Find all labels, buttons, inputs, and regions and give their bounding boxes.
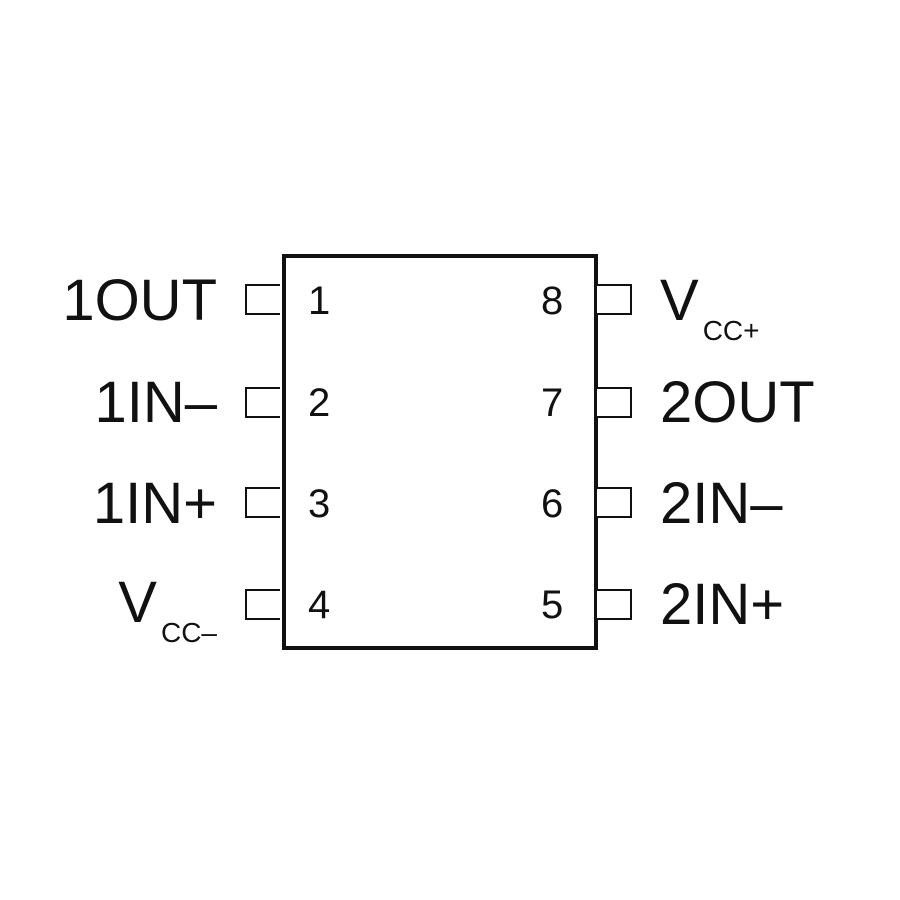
pin-7-lead (597, 387, 632, 418)
pin-3-number: 3 (308, 482, 331, 526)
pin-6-number: 6 (541, 482, 564, 526)
pin-7-number: 7 (541, 381, 564, 425)
pin-6-lead (597, 487, 632, 518)
pin-1-number: 1 (308, 279, 331, 323)
pin-2-label: 1IN– (94, 370, 217, 435)
pin-6-label: 2IN– (660, 471, 783, 536)
pin-3-label: 1IN+ (92, 471, 217, 536)
pin-8-lead (597, 284, 632, 315)
pin-7-label: 2OUT (660, 370, 815, 435)
pin-8-number: 8 (541, 279, 564, 323)
pin-4-label-subscript: CC– (160, 617, 217, 648)
ic-body (282, 254, 598, 650)
pin-5-lead (597, 589, 632, 620)
pin-8-label-subscript: CC+ (702, 315, 760, 346)
pin-4-lead (245, 589, 280, 620)
pin-2-number: 2 (308, 381, 331, 425)
pin-1-label: 1OUT (62, 268, 217, 333)
pin-4-number: 4 (308, 583, 331, 627)
pin-5-number: 5 (541, 583, 564, 627)
pin-1-lead (245, 284, 280, 315)
pin-3-lead (245, 487, 280, 518)
pin-5-label: 2IN+ (660, 572, 785, 637)
pin-2-lead (245, 387, 280, 418)
